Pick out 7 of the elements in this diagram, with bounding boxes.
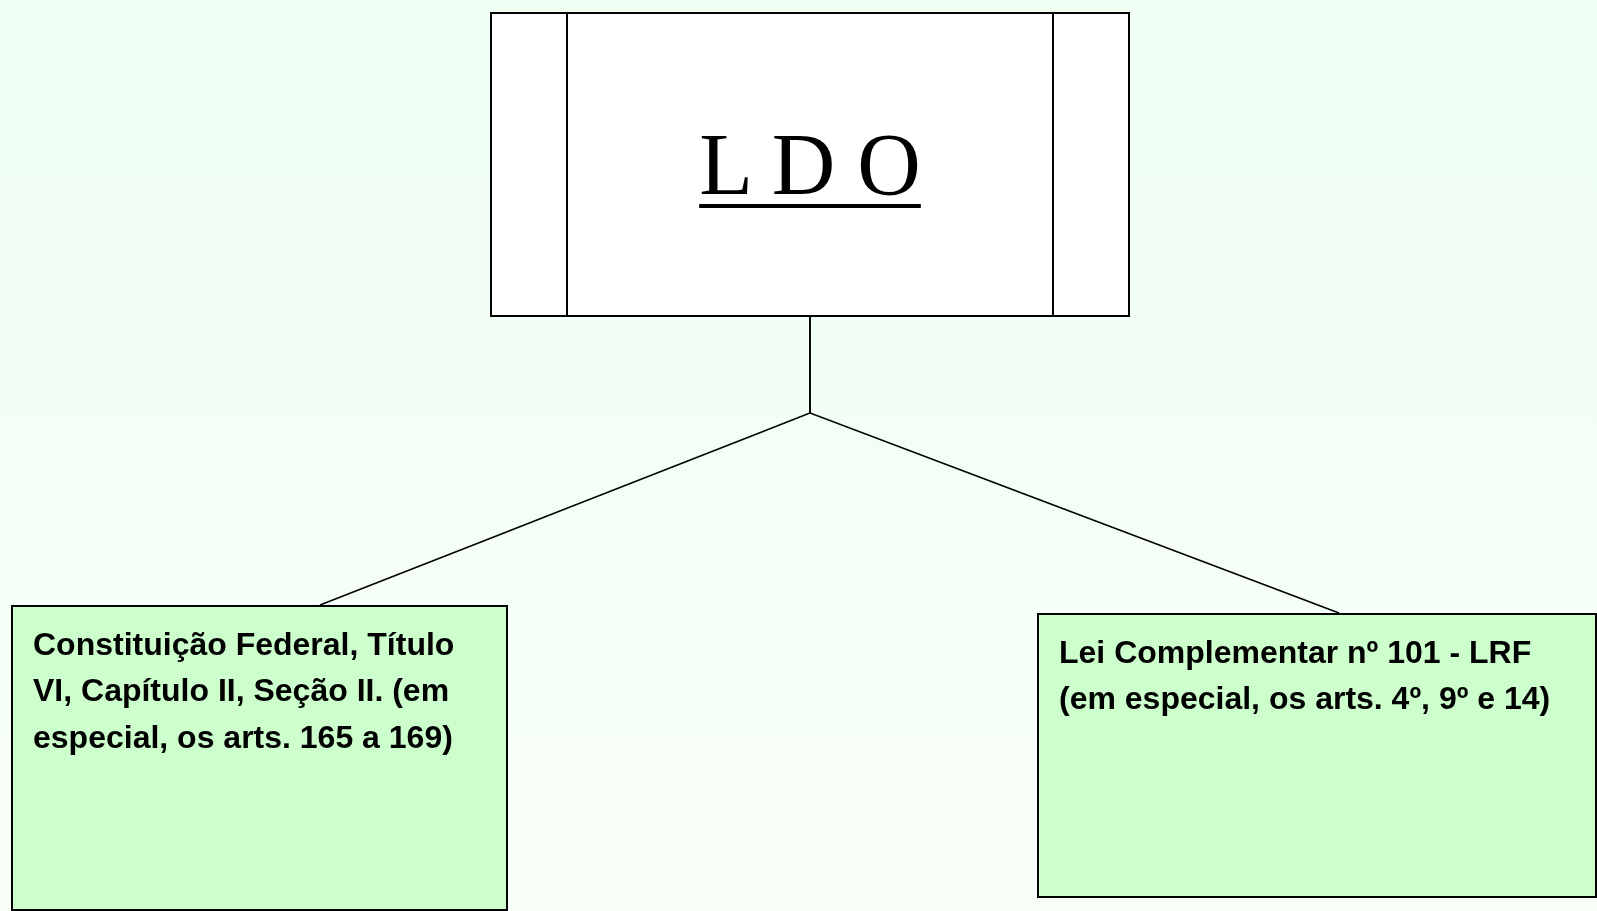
node-text: Constituição Federal, Título VI, Capítulo II, Seção II. (em especial, os arts. 165 a 169) <box>33 625 456 757</box>
connector-line <box>809 316 1340 614</box>
text-box <box>1037 613 1597 898</box>
node-text: Lei Complementar nº 101 - LRF (em especial, os arts. 4º, 9º e 14) <box>1059 633 1552 719</box>
process-box <box>490 12 1130 317</box>
title-text: L D O <box>699 120 921 209</box>
text-box <box>11 605 508 911</box>
